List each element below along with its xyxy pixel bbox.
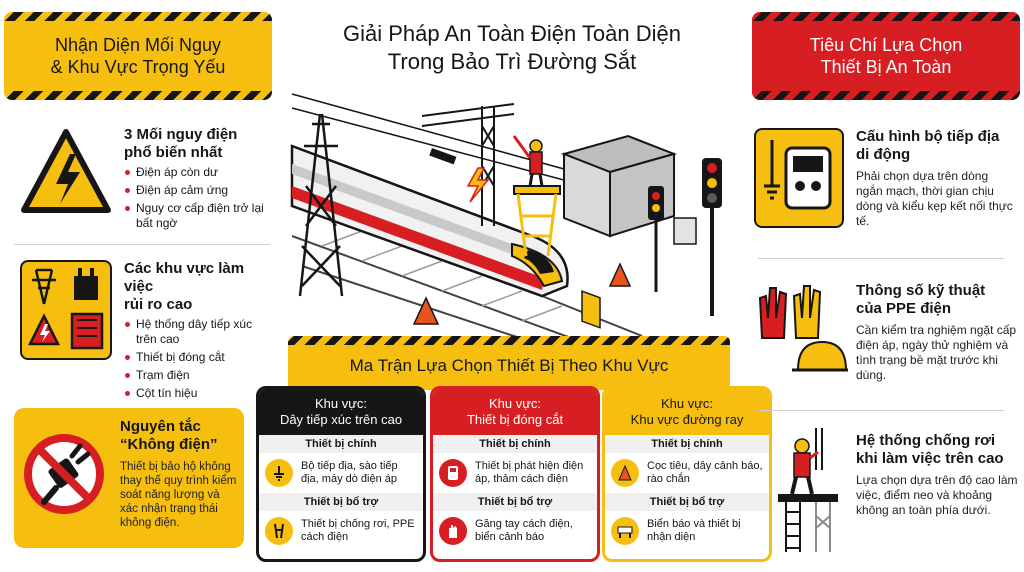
principle-title: Nguyên tắc“Không điện” <box>120 418 218 453</box>
zone-card-track: Khu vực: Khu vực đường ray Thiết bị chín… <box>602 386 772 562</box>
left-section-banner: Nhận Diện Mối Nguy & Khu Vực Trọng Yếu <box>4 12 272 100</box>
list-item: Điện áp cảm ứng <box>124 183 272 198</box>
card-zone-name: Dây tiếp xúc trên cao <box>279 412 403 427</box>
railway-maintenance-illustration <box>290 93 722 342</box>
voltage-detector-icon <box>439 459 467 487</box>
train <box>290 144 569 298</box>
right-banner-line1: Tiêu Chí Lựa Chọn <box>809 35 963 55</box>
right-banner-line2: Thiết Bị An Toàn <box>820 57 952 77</box>
list-item: Hệ thống dây tiếp xúc trên cao <box>124 317 276 347</box>
grounding-tool-icon <box>265 459 293 487</box>
page-title: Giải Pháp An Toàn Điện Toàn Diện Trong B… <box>282 20 742 76</box>
card-aux-equipment: Găng tay cách điện, biển cảnh báo <box>475 518 573 543</box>
card-aux-label: Thiết bị bổ trợ <box>433 493 597 511</box>
ppe-description: Cần kiểm tra nghiệm ngặt cấp điện áp, ng… <box>856 323 1017 382</box>
page-title-line2: Trong Bảo Trì Đường Sắt <box>387 49 637 74</box>
card-zone-label: Khu vực: <box>488 396 542 411</box>
list-item: Cột tín hiệu <box>124 386 276 401</box>
harness-icon <box>265 517 293 545</box>
card-main-equipment: Cọc tiêu, dây cảnh báo, rào chắn <box>647 460 763 485</box>
grounding-description: Phải chọn dựa trên dòng ngắn mạch, thời … <box>856 169 1013 228</box>
catenary-mast <box>421 103 515 226</box>
card-main-label: Thiết bị chính <box>433 435 597 453</box>
matrix-title: Ma Trận Lựa Chọn Thiết Bị Theo Khu Vực <box>349 356 669 375</box>
insulated-glove-icon <box>439 517 467 545</box>
no-power-plug-icon <box>24 434 104 514</box>
traffic-cone <box>412 262 632 325</box>
fall-arrest-description: Lựa chọn dựa trên độ cao làm việc, điểm … <box>856 473 1018 517</box>
card-zone-label: Khu vực: <box>314 396 368 411</box>
left-banner-line1: Nhận Diện Mối Nguy <box>54 35 222 55</box>
portable-grounding-icon <box>754 128 844 228</box>
list-item: Điện áp còn dư <box>124 165 272 180</box>
signal-light <box>648 158 722 316</box>
gloves-helmet-icon <box>758 285 848 372</box>
card-zone-label: Khu vực: <box>660 396 714 411</box>
high-voltage-warning-icon <box>21 129 111 213</box>
card-main-label: Thiết bị chính <box>259 435 423 453</box>
hazard-bullet-list: Điện áp còn dư Điện áp cảm ứng Nguy cơ c… <box>124 165 272 231</box>
divider <box>14 244 270 245</box>
divider <box>758 410 1004 411</box>
card-zone-name: Khu vực đường ray <box>630 412 744 427</box>
card-main-equipment: Thiết bị phát hiện điện áp, thảm cách đi… <box>475 460 584 485</box>
pylon <box>298 113 344 297</box>
card-main-label: Thiết bị chính <box>605 435 769 453</box>
left-banner-line2: & Khu Vực Trọng Yếu <box>50 57 226 77</box>
fall-arrest-worker-icon <box>778 428 838 552</box>
divider <box>758 258 1004 259</box>
high-risk-area-list: Hệ thống dây tiếp xúc trên cao Thiết bị … <box>124 317 276 401</box>
card-aux-label: Thiết bị bổ trợ <box>605 493 769 511</box>
card-aux-equipment: Thiết bị chống rơi, PPE cách điện <box>301 518 415 543</box>
principle-description: Thiết bị bảo hộ không thay thế quy trình… <box>120 461 237 529</box>
zone-card-overhead: Khu vực: Dây tiếp xúc trên cao Thiết bị … <box>256 386 426 562</box>
page-title-line1: Giải Pháp An Toàn Điện Toàn Diện <box>343 21 681 46</box>
zone-card-switchgear: Khu vực: Thiết bị đóng cắt Thiết bị chín… <box>430 386 600 562</box>
list-item: Trạm điện <box>124 368 276 383</box>
card-aux-equipment: Biển báo và thiết bị nhận diện <box>647 518 741 543</box>
barrier-icon <box>611 517 639 545</box>
high-risk-areas-icon <box>20 260 112 360</box>
right-section-banner: Tiêu Chí Lựa Chọn Thiết Bị An Toàn <box>752 12 1020 100</box>
list-item: Nguy cơ cấp điện trở lại bất ngờ <box>124 201 272 231</box>
card-aux-label: Thiết bị bổ trợ <box>259 493 423 511</box>
list-item: Thiết bị đóng cắt <box>124 350 276 365</box>
card-main-equipment: Bộ tiếp địa, sào tiếp địa, máy dò điện á… <box>301 460 398 485</box>
worker-on-platform <box>512 135 561 257</box>
card-zone-name: Thiết bị đóng cắt <box>466 412 564 427</box>
cone-icon <box>611 459 639 487</box>
matrix-banner: Ma Trận Lựa Chọn Thiết Bị Theo Khu Vực <box>288 336 730 390</box>
principle-box: Nguyên tắc“Không điện” Thiết bị bảo hộ k… <box>14 408 244 548</box>
